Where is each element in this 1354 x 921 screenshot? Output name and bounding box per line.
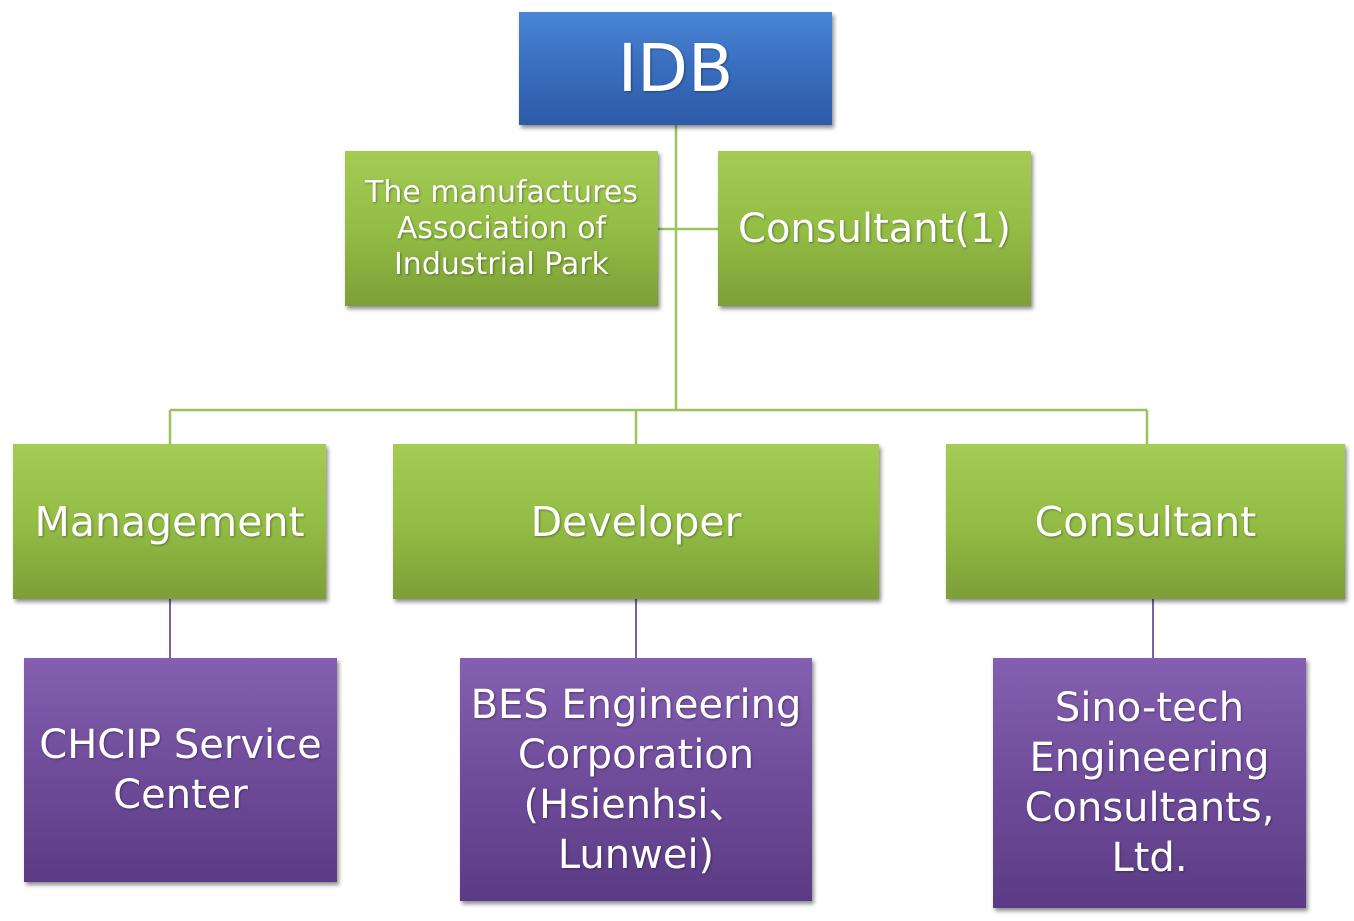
- developer-box: Developer: [393, 444, 879, 599]
- sino-label-line-4: Ltd.: [1111, 835, 1188, 881]
- consultant-1-box: Consultant(1): [718, 151, 1031, 306]
- sino-label-line-2: Engineering: [1029, 735, 1270, 781]
- management-box: Management: [13, 444, 326, 599]
- management-label: Management: [34, 497, 305, 546]
- bes-label-line-3: (Hsienhsi、: [523, 781, 749, 828]
- bes-box: BES Engineering Corporation (Hsienhsi、 L…: [460, 658, 812, 901]
- consultant-box: Consultant: [946, 444, 1345, 599]
- sino-label-line-1: Sino-tech: [1054, 685, 1245, 731]
- sino-label-line-3: Consultants,: [1024, 785, 1275, 831]
- bes-label-line-2: Corporation: [517, 731, 755, 778]
- bes-label-line-1: BES Engineering: [470, 681, 802, 728]
- association-label-line-1: The manufactures: [365, 174, 638, 210]
- bes-label-line-4: Lunwei): [557, 831, 715, 878]
- chcip-label-line-1: CHCIP Service: [39, 722, 322, 768]
- association-label-line-2: Association of: [396, 210, 607, 246]
- consultant-label: Consultant: [1034, 497, 1257, 546]
- chcip-label-line-2: Center: [113, 772, 248, 818]
- consultant-1-label: Consultant(1): [738, 205, 1011, 252]
- developer-label: Developer: [530, 497, 742, 546]
- sino-tech-box: Sino-tech Engineering Consultants, Ltd.: [993, 658, 1306, 908]
- idb-box: IDB: [519, 12, 832, 125]
- idb-label: IDB: [617, 30, 734, 107]
- association-label-line-3: Industrial Park: [393, 246, 610, 282]
- chcip-box: CHCIP Service Center: [24, 658, 337, 882]
- association-box: The manufactures Association of Industri…: [345, 151, 658, 306]
